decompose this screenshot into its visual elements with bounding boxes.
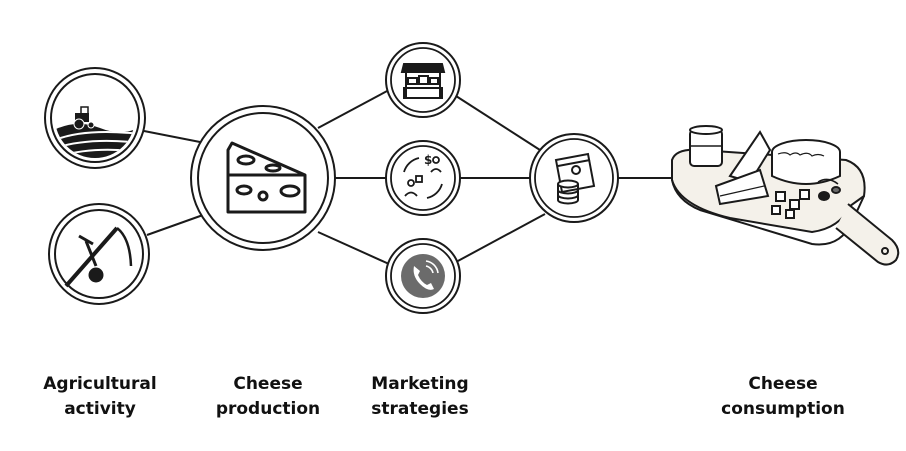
- label-production-line-1: Cheese: [233, 374, 303, 394]
- connector-cheese-stall: [317, 89, 390, 129]
- label-consumption-line-1: Cheese: [748, 374, 818, 394]
- cheese-board-icon: [671, 125, 900, 266]
- label-consumption-line-2: consumption: [721, 399, 845, 419]
- market-stall-icon: [400, 63, 446, 99]
- connector-phone-sales: [455, 213, 546, 263]
- node-cheese-consumption: [671, 125, 900, 266]
- node-market-exchange: $: [385, 140, 461, 216]
- label-production-line-2: production: [215, 399, 321, 419]
- node-market-stall: [385, 42, 461, 118]
- node-agri-land: [44, 67, 146, 169]
- scythe-icon: [64, 226, 133, 288]
- label-marketing-strategies: Marketing strategies: [360, 372, 480, 422]
- label-agricultural-line-2: activity: [64, 399, 136, 419]
- label-marketing-line-1: Marketing: [371, 374, 469, 394]
- money-exchange-icon: $: [403, 153, 443, 199]
- label-cheese-production: Cheese production: [208, 372, 328, 422]
- connector-tools-cheese: [146, 214, 204, 236]
- phone-icon: [401, 254, 445, 298]
- node-market-phone: [385, 238, 461, 314]
- cheese-wedge-icon: [226, 141, 307, 214]
- connectors: [143, 89, 672, 265]
- node-cheese-production: [190, 105, 336, 251]
- label-agricultural-activity: Agricultural activity: [40, 372, 160, 422]
- connector-land-cheese: [143, 130, 201, 143]
- node-agri-tools: [48, 203, 150, 305]
- label-agricultural-line-1: Agricultural: [43, 374, 157, 394]
- label-cheese-consumption: Cheese consumption: [713, 372, 853, 422]
- node-sales: [529, 133, 619, 223]
- connector-stall-sales: [455, 95, 541, 151]
- money-coins-icon: [554, 152, 596, 205]
- label-marketing-line-2: strategies: [371, 399, 469, 419]
- svg-text:$: $: [424, 153, 432, 167]
- connector-cheese-phone: [317, 231, 390, 265]
